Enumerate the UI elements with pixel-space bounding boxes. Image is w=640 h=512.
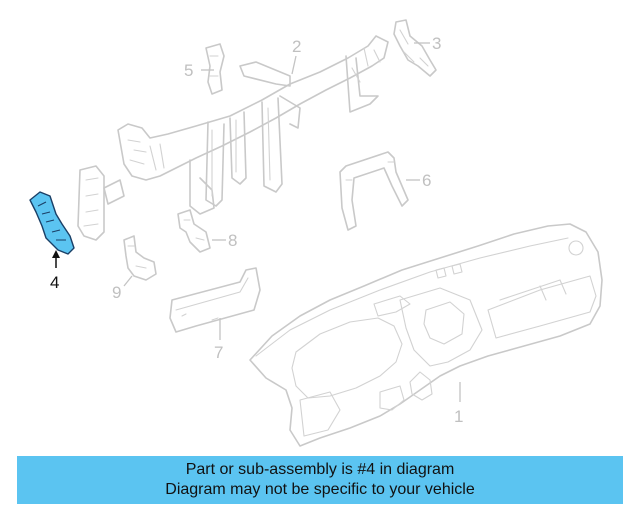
part-7-panel — [169, 267, 261, 340]
callout-7: 7 — [214, 343, 223, 362]
part-4-highlighted-bracket[interactable] — [29, 191, 75, 268]
callout-9: 9 — [112, 283, 121, 302]
info-banner: Part or sub-assembly is #4 in diagram Di… — [17, 456, 623, 504]
banner-line-part: Part or sub-assembly is #4 in diagram — [185, 461, 455, 478]
callout-8: 8 — [228, 231, 237, 250]
part-1-instrument-panel — [249, 223, 603, 447]
callout-4: 4 — [50, 273, 59, 292]
part-5-bracket — [201, 43, 225, 95]
part-2-crossmember — [77, 35, 389, 241]
part-8-bracket — [177, 209, 226, 253]
callout-1: 1 — [454, 407, 463, 426]
part-3-bracket — [393, 19, 437, 77]
callout-5: 5 — [184, 61, 193, 80]
part-9-bracket — [123, 235, 157, 287]
callout-2: 2 — [292, 37, 301, 56]
banner-line-disclaimer: Diagram may not be specific to your vehi… — [165, 481, 475, 498]
callout-6: 6 — [422, 171, 431, 190]
callout-3: 3 — [432, 34, 441, 53]
part-6-support — [339, 151, 420, 231]
